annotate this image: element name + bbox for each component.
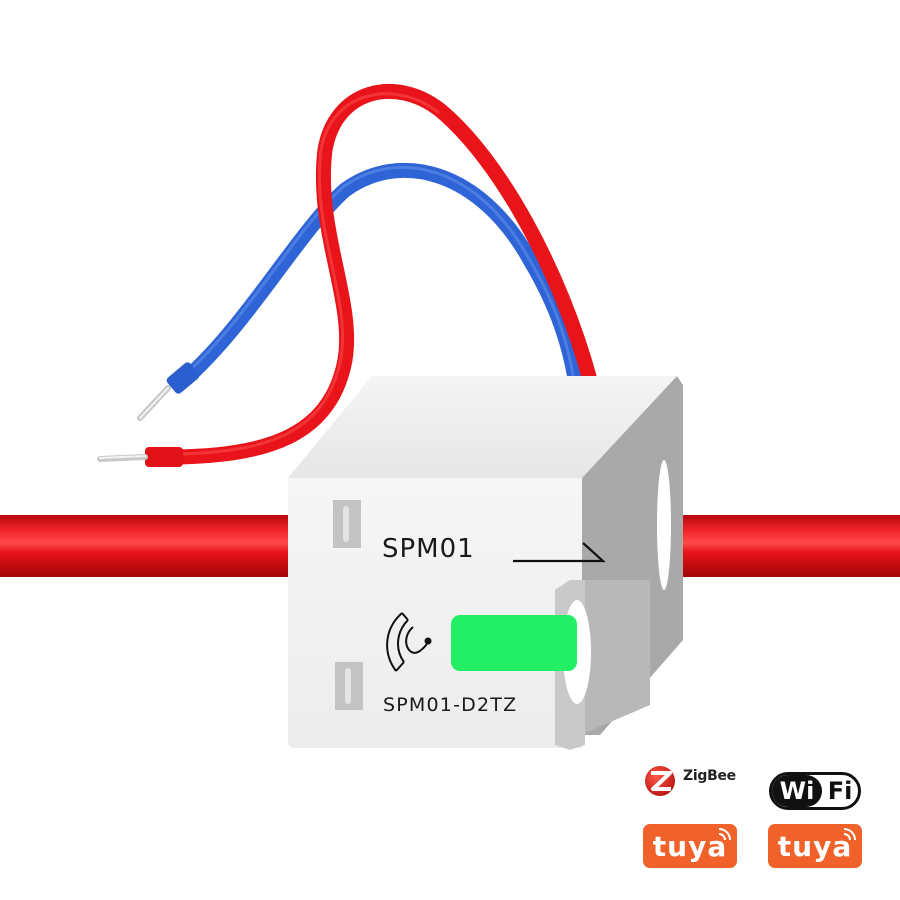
neutral-wire	[137, 162, 583, 421]
model-label: SPM01	[382, 534, 475, 564]
wifi-badge-fi: Fi	[827, 777, 853, 805]
wifi-badge-wi: Wi	[772, 775, 822, 807]
zigbee-badge-label: ZigBee	[683, 768, 736, 784]
main-cable-right	[655, 515, 900, 577]
zigbee-logo-icon	[645, 766, 675, 796]
current-direction-arrow-icon	[513, 542, 606, 563]
tuya-badge-zigbee: tuya	[643, 824, 737, 868]
signal-arc-icon	[843, 828, 856, 841]
status-indicator-led	[451, 615, 577, 671]
wifi-badge: Wi Fi	[769, 772, 861, 810]
nfc-tap-icon	[386, 612, 432, 672]
main-cable-left	[0, 515, 292, 577]
live-wire	[97, 83, 598, 467]
tuya-badge-label: tuya	[777, 829, 853, 863]
meter-body	[288, 376, 683, 750]
tuya-badge-wifi: tuya	[768, 824, 862, 868]
sku-label: SPM01-D2TZ	[383, 694, 518, 716]
tuya-badge-label: tuya	[652, 829, 728, 863]
signal-arc-icon	[718, 828, 731, 841]
